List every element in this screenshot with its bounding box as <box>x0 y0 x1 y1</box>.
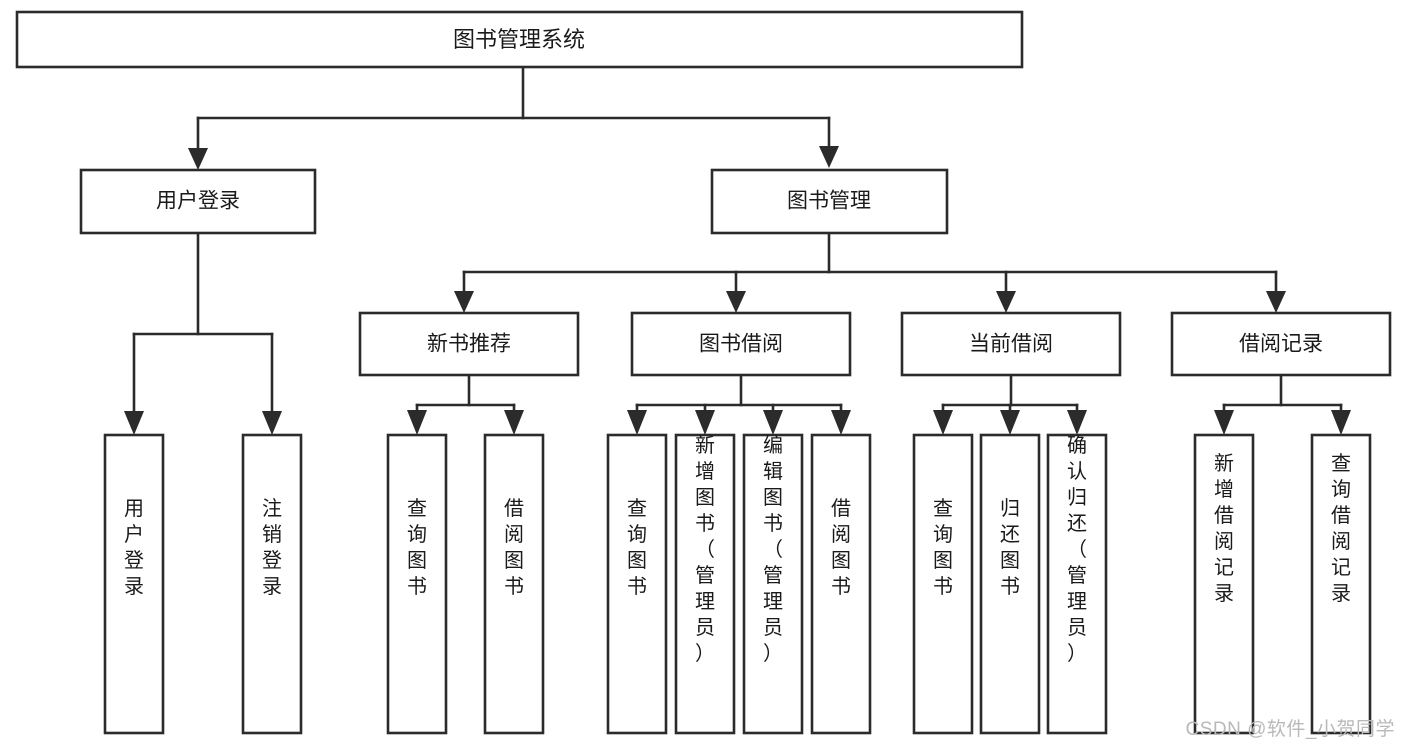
leaf-box-user-login-0[interactable] <box>103 433 165 735</box>
leaf-box-borrow-record-0[interactable] <box>1193 433 1255 735</box>
leaf-node[interactable]: 查询借阅记录 <box>1310 433 1372 735</box>
leaf-label-book-borrow-0: 查询图书 <box>627 497 647 598</box>
leaf-label-new-book-rec-1: 借阅图书 <box>504 497 524 598</box>
leaf-node[interactable]: 新增借阅记录 <box>1193 433 1255 735</box>
leaf-box-book-borrow-2[interactable] <box>742 433 804 735</box>
connector-layer <box>124 65 1351 435</box>
node-current-borrow[interactable]: 当前借阅 <box>900 311 1122 377</box>
leaf-label-borrow-record-1: 查询借阅记录 <box>1331 452 1351 605</box>
leaf-node[interactable]: 查询图书 <box>606 433 668 735</box>
arrow-icon-leaf-book-borrow-1 <box>695 410 715 435</box>
arrow-icon-leaf-book-borrow-2 <box>763 410 783 435</box>
arrow-icon-leaf-new-book-rec-0 <box>407 410 427 435</box>
node-current-borrow-box[interactable] <box>900 311 1122 377</box>
leaf-layer: 用户登录 注销登录 查询图书 借阅图书 查询图书 新增图书（管理员） 编辑图书（… <box>103 433 1372 735</box>
leaf-label-book-borrow-3: 借阅图书 <box>831 497 851 598</box>
arrow-icon-book-manage <box>819 146 839 168</box>
leaf-box-current-borrow-2[interactable] <box>1046 433 1108 735</box>
node-book-manage-label: 图书管理 <box>787 190 871 213</box>
arrow-icon-leaf-borrow-record-1 <box>1331 410 1351 435</box>
leaf-label-current-borrow-0: 查询图书 <box>933 497 953 598</box>
leaf-label-current-borrow-1: 归还图书 <box>1000 497 1020 598</box>
node-root-label: 图书管理系统 <box>453 27 585 52</box>
node-borrow-record-box[interactable] <box>1170 311 1392 377</box>
arrow-icon-leaf-current-borrow-1 <box>1000 410 1020 435</box>
node-current-borrow-label: 当前借阅 <box>969 333 1053 356</box>
leaf-label-borrow-record-0: 新增借阅记录 <box>1214 452 1234 605</box>
node-borrow-record[interactable]: 借阅记录 <box>1170 311 1392 377</box>
arrow-icon-leaf-borrow-record-0 <box>1214 410 1234 435</box>
leaf-node[interactable]: 借阅图书 <box>810 433 872 735</box>
leaf-box-new-book-rec-1[interactable] <box>483 433 545 735</box>
node-book-manage-box[interactable] <box>710 168 949 235</box>
node-book-manage[interactable]: 图书管理 <box>710 168 949 235</box>
arrow-icon-current-borrow <box>996 291 1016 313</box>
leaf-box-book-borrow-3[interactable] <box>810 433 872 735</box>
node-book-borrow-label: 图书借阅 <box>699 333 783 356</box>
leaf-label-book-borrow-1: 新增图书（管理员） <box>695 434 715 665</box>
arrow-icon-leaf-book-borrow-3 <box>831 410 851 435</box>
node-user-login-label: 用户登录 <box>156 190 240 213</box>
leaf-node[interactable]: 注销登录 <box>241 433 303 735</box>
leaf-label-current-borrow-2: 确认归还（管理员） <box>1067 434 1087 665</box>
leaf-node[interactable]: 新增图书（管理员） <box>674 433 736 735</box>
leaf-node[interactable]: 编辑图书（管理员） <box>742 433 804 735</box>
node-new-book-rec[interactable]: 新书推荐 <box>358 311 580 377</box>
node-root[interactable]: 图书管理系统 <box>15 10 1024 69</box>
arrow-icon-leaf-current-borrow-0 <box>933 410 953 435</box>
leaf-node[interactable]: 归还图书 <box>979 433 1041 735</box>
leaf-box-user-login-1[interactable] <box>241 433 303 735</box>
leaf-label-user-login-1: 注销登录 <box>262 497 282 598</box>
arrow-icon-user-login <box>188 148 208 170</box>
arrow-icon-borrow-record <box>1266 291 1286 313</box>
leaf-node[interactable]: 借阅图书 <box>483 433 545 735</box>
node-book-borrow[interactable]: 图书借阅 <box>630 311 852 377</box>
node-user-login-box[interactable] <box>79 168 317 235</box>
arrow-icon-leaf-user-login-0 <box>124 411 144 435</box>
leaf-label-new-book-rec-0: 查询图书 <box>407 497 427 598</box>
arrow-icon-book-borrow <box>726 291 746 313</box>
leaf-box-new-book-rec-0[interactable] <box>386 433 448 735</box>
arrow-icon-leaf-book-borrow-0 <box>627 410 647 435</box>
leaf-box-current-borrow-1[interactable] <box>979 433 1041 735</box>
node-user-login[interactable]: 用户登录 <box>79 168 317 235</box>
arrow-icon-leaf-user-login-1 <box>262 411 282 435</box>
node-borrow-record-label: 借阅记录 <box>1239 333 1323 356</box>
leaf-box-book-borrow-1[interactable] <box>674 433 736 735</box>
leaf-box-book-borrow-0[interactable] <box>606 433 668 735</box>
leaf-box-current-borrow-0[interactable] <box>912 433 974 735</box>
arrow-icon-new-book-rec <box>454 291 474 313</box>
leaf-label-book-borrow-2: 编辑图书（管理员） <box>763 434 783 665</box>
leaf-label-user-login-0: 用户登录 <box>124 498 144 598</box>
node-root-box[interactable] <box>15 10 1024 69</box>
leaf-box-borrow-record-1[interactable] <box>1310 433 1372 735</box>
arrow-icon-leaf-new-book-rec-1 <box>504 410 524 435</box>
node-book-borrow-box[interactable] <box>630 311 852 377</box>
node-new-book-rec-label: 新书推荐 <box>427 333 511 356</box>
node-new-book-rec-box[interactable] <box>358 311 580 377</box>
leaf-node[interactable]: 查询图书 <box>912 433 974 735</box>
leaf-node[interactable]: 用户登录 <box>103 433 165 735</box>
arrow-icon-leaf-current-borrow-2 <box>1067 410 1087 435</box>
leaf-node[interactable]: 确认归还（管理员） <box>1046 433 1108 735</box>
leaf-node[interactable]: 查询图书 <box>386 433 448 735</box>
